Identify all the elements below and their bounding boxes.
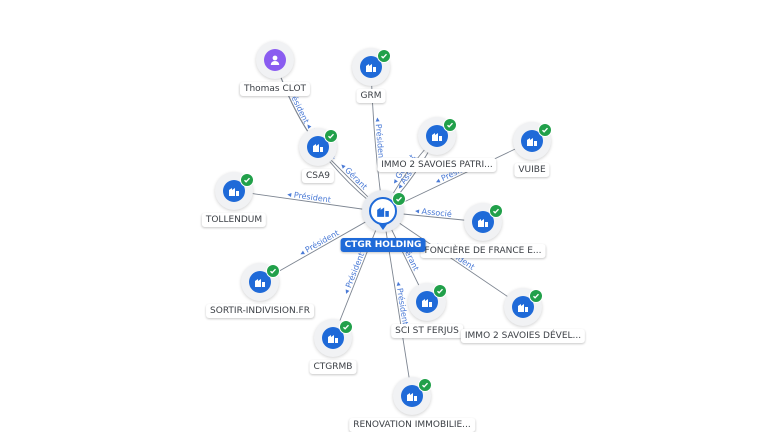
company-icon <box>360 56 382 78</box>
company-icon <box>307 136 329 158</box>
node-label[interactable]: IMMO 2 SAVOIES DÉVEL... <box>460 329 586 343</box>
verified-check-icon <box>418 378 432 392</box>
edge-label: ◂ Président <box>287 189 332 205</box>
edge-label: ◂ Associé <box>415 205 453 219</box>
node-label[interactable]: GRM <box>356 89 386 103</box>
verified-check-icon <box>266 264 280 278</box>
edge-label: ◂ Président <box>373 117 387 162</box>
node-label[interactable]: CTGR HOLDING <box>340 238 426 252</box>
edge-label: ◂ Président <box>341 251 366 295</box>
person-icon <box>264 49 286 71</box>
verified-check-icon <box>489 204 503 218</box>
verified-check-icon <box>377 49 391 63</box>
node-label[interactable]: CTGRMB <box>309 360 357 374</box>
verified-check-icon <box>324 129 338 143</box>
verified-check-icon <box>443 118 457 132</box>
company-icon <box>472 211 494 233</box>
node-label[interactable]: Thomas CLOT <box>239 82 311 96</box>
company-icon <box>521 130 543 152</box>
node-label[interactable]: VUIBE <box>514 163 550 177</box>
node-label[interactable]: CSA9 <box>301 169 335 183</box>
company-icon <box>401 385 423 407</box>
node-label[interactable]: RENOVATION IMMOBILIE... <box>349 418 475 432</box>
pin-pointer <box>378 223 388 230</box>
node-label[interactable]: IMMO 2 SAVOIES PATRI... <box>377 158 497 172</box>
company-icon <box>249 271 271 293</box>
node-label[interactable]: SCI ST FERJUS <box>391 324 463 338</box>
edge-ctgr-renov-13 <box>382 211 413 397</box>
verified-check-icon <box>529 289 543 303</box>
node-label[interactable]: TOLLENDUM <box>201 213 267 227</box>
verified-check-icon <box>538 123 552 137</box>
verified-check-icon <box>392 192 406 206</box>
node-label[interactable]: FONCIÈRE DE FRANCE E... <box>420 244 546 258</box>
company-icon <box>322 327 344 349</box>
verified-check-icon <box>339 320 353 334</box>
company-icon <box>512 296 534 318</box>
verified-check-icon <box>240 173 254 187</box>
company-icon <box>223 180 245 202</box>
company-icon <box>416 291 438 313</box>
verified-check-icon <box>433 284 447 298</box>
edge-label: ◂ Gérant <box>338 160 369 191</box>
company-icon <box>426 125 448 147</box>
node-label[interactable]: SORTIR-INDIVISION.FR <box>206 304 314 318</box>
edge-label: ◂ Président <box>297 227 340 257</box>
